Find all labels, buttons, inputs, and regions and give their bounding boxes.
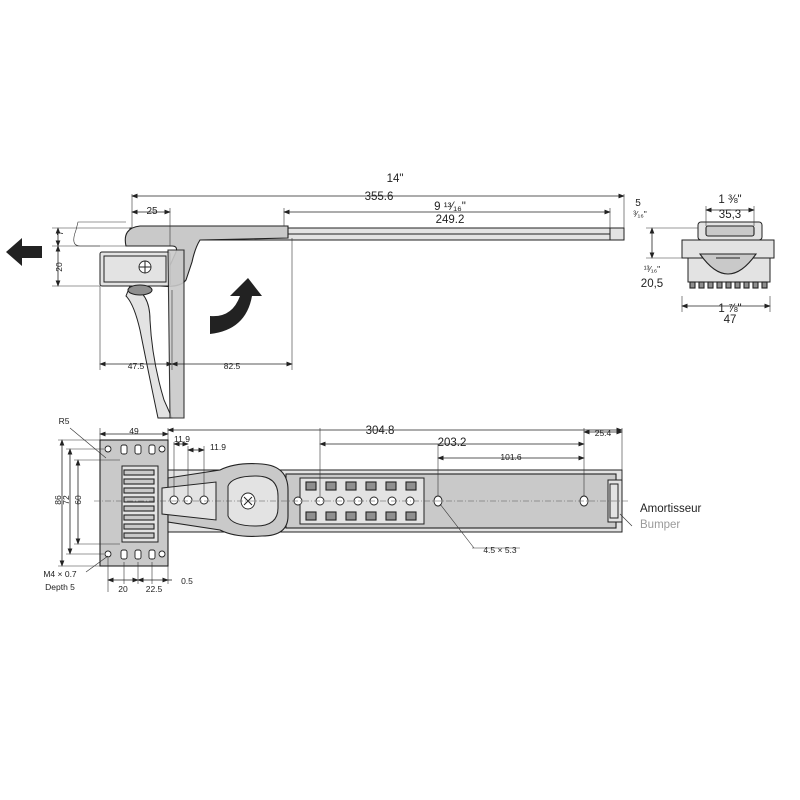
end-height-in: ¹³⁄₁₆"	[644, 264, 660, 274]
dim-25: 25	[146, 206, 158, 217]
handle-paddle	[125, 285, 173, 419]
catch-body	[99, 251, 171, 287]
end-view: 1 ⅜" 35,3 ¹³⁄₁₆" 20,5 1 ⅞" 47	[641, 194, 775, 326]
side-view: R5 49 11.9 11.9 304.8 203.2 101.6 25.4 8…	[43, 416, 701, 594]
dim-7: 7	[55, 230, 65, 235]
label-r5: R5	[59, 416, 70, 426]
dim-203-2: 203.2	[438, 437, 467, 449]
dim-25-4: 25.4	[595, 428, 612, 438]
plate-ribs	[123, 469, 155, 539]
bumper-label-fr: Amortisseur	[640, 503, 702, 515]
thread-depth: Depth 5	[45, 582, 75, 592]
dim-11-9-b: 11.9	[210, 442, 226, 452]
dim-47-5: 47.5	[128, 361, 145, 371]
rotate-arrow-icon	[210, 278, 262, 334]
bumper-label-en: Bumper	[640, 519, 680, 531]
end-top-mm: 35,3	[719, 209, 741, 221]
dim-20: 20	[118, 584, 128, 594]
top-view: 14" 355.6 25 9 ¹³⁄₁₆" 249.2 5 ³⁄₁₆" 7 20…	[6, 173, 647, 419]
dim-22-5: 22.5	[146, 584, 163, 594]
end-top-in: 1 ⅜"	[718, 194, 741, 206]
dim-0-5: 0.5	[181, 576, 193, 586]
dim-49: 49	[129, 426, 139, 436]
gap-mm: 5	[635, 198, 641, 209]
dim-20: 20	[54, 262, 64, 272]
end-height-mm: 20,5	[641, 278, 663, 290]
dim-11-9-a: 11.9	[174, 434, 190, 444]
dim-86: 86	[53, 495, 63, 505]
left-arrow-icon	[6, 238, 42, 266]
thread-spec: M4 × 0.7	[43, 569, 77, 579]
dim-101-6: 101.6	[500, 452, 522, 462]
dim-72: 72	[61, 495, 71, 505]
overall-length-mm: 355.6	[365, 191, 394, 203]
end-bottom-in: 1 ⅞"	[718, 303, 741, 315]
overall-length-in: 14"	[387, 173, 404, 185]
dim-60: 60	[73, 495, 83, 505]
plate-holes	[104, 444, 166, 560]
dim-304-8: 304.8	[366, 425, 395, 437]
dim-82-5: 82.5	[224, 361, 241, 371]
travel-mm: 249.2	[436, 214, 465, 226]
slot-size: 4.5 × 5.3	[483, 545, 517, 555]
end-view-teeth	[689, 281, 768, 289]
end-bottom-mm: 47	[724, 314, 737, 326]
gap-in: ³⁄₁₆"	[633, 209, 647, 219]
travel-in: 9 ¹³⁄₁₆"	[434, 201, 466, 213]
